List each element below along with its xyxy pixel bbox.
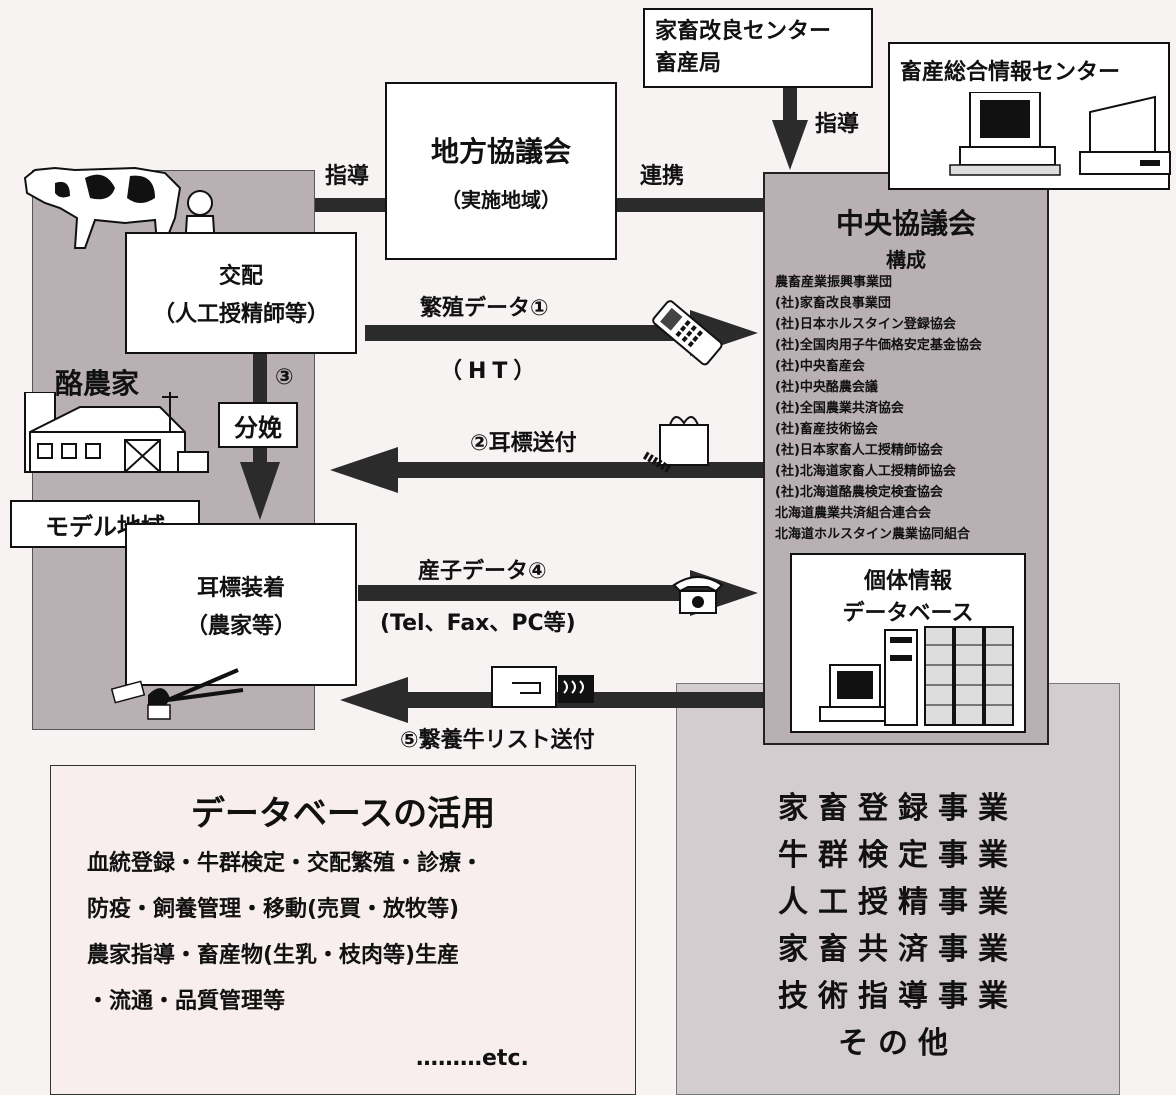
database-usage-box: データベースの活用 血統登録・牛群検定・交配繁殖・診療・ 防疫・飼養管理・移動(… bbox=[50, 765, 636, 1095]
regional-council-box: 地方協議会 （実施地域） bbox=[385, 82, 617, 260]
member-item: (社)全国農業共済協会 bbox=[775, 401, 904, 416]
fax-document-icon bbox=[491, 666, 594, 708]
ear-tag-send-label: ②耳標送付 bbox=[470, 431, 577, 456]
member-item: (社)畜産技術協会 bbox=[775, 422, 878, 437]
livestock-info-center-title: 畜産総合情報センター bbox=[900, 60, 1121, 85]
guide-top-label: 指導 bbox=[815, 112, 860, 137]
ear-tag-attach-subtitle: （農家等） bbox=[185, 613, 296, 639]
cooperation-label: 連携 bbox=[640, 164, 685, 189]
ear-tag-pliers-icon bbox=[110, 668, 244, 720]
business-item: その他 bbox=[838, 1026, 958, 1061]
member-item: 農畜産業振興事業団 bbox=[775, 275, 893, 290]
usage-etc: ………etc. bbox=[416, 1046, 529, 1071]
member-item: (社)北海道酪農検定検査協会 bbox=[775, 485, 943, 500]
offspring-data-label: 産子データ④ bbox=[418, 559, 547, 584]
member-item: 北海道農業共済組合連合会 bbox=[775, 506, 932, 521]
cattle-list-label: ⑤繋養牛リスト送付 bbox=[400, 728, 595, 753]
individual-database-box: 個体情報 データベース bbox=[790, 553, 1026, 733]
member-item: (社)中央酪農会議 bbox=[775, 380, 878, 395]
ht-label: （HT） bbox=[440, 359, 542, 384]
guide-left-label: 指導 bbox=[325, 164, 370, 189]
barn-illustration bbox=[24, 392, 209, 473]
business-item: 人工授精事業 bbox=[778, 885, 1018, 920]
regional-council-title: 地方協議会 bbox=[430, 134, 571, 168]
breeding-data-label: 繁殖データ① bbox=[420, 296, 549, 321]
business-item: 技術指導事業 bbox=[778, 979, 1018, 1014]
livestock-bureau-label: 畜産局 bbox=[655, 51, 722, 76]
usage-line: 血統登録・牛群検定・交配繁殖・診療・ bbox=[87, 851, 484, 876]
business-item: 牛群検定事業 bbox=[778, 838, 1018, 873]
dairy-farmer-label: 酪農家 bbox=[55, 367, 140, 400]
database-title-line2: データベース bbox=[842, 601, 974, 626]
calving-label: 分娩 bbox=[234, 413, 282, 442]
livestock-info-center-box: 畜産総合情報センター bbox=[888, 42, 1171, 190]
handheld-terminal-icon bbox=[652, 300, 723, 366]
member-item: (社)中央畜産会 bbox=[775, 359, 865, 374]
member-item: 北海道ホルスタイン農業協同組合 bbox=[775, 527, 971, 542]
member-item: (社)全国肉用子牛価格安定基金協会 bbox=[775, 338, 982, 353]
ear-tag-attach-label: 耳標装着 bbox=[196, 575, 285, 601]
central-council-composition: 構成 bbox=[886, 248, 926, 272]
database-server-icon bbox=[819, 626, 1014, 726]
livestock-improvement-center-label: 家畜改良センター bbox=[655, 19, 832, 44]
member-item: (社)北海道家畜人工授精師協会 bbox=[775, 464, 956, 479]
mating-label: 交配 bbox=[218, 264, 263, 289]
ear-tag-attach-box: 耳標装着 （農家等） bbox=[125, 523, 357, 686]
central-council-members: 農畜産業振興事業団 (社)家畜改良事業団 (社)日本ホルスタイン登録協会 (社)… bbox=[775, 272, 982, 545]
business-item: 家畜登録事業 bbox=[778, 791, 1018, 826]
mating-subtitle: （人工授精師等） bbox=[152, 302, 329, 327]
usage-line: 防疫・飼養管理・移動(売買・放牧等) bbox=[87, 897, 460, 922]
central-council-title: 中央協議会 bbox=[835, 207, 976, 240]
regional-council-subtitle: （実施地域） bbox=[441, 187, 561, 212]
computer-terminal-icon bbox=[949, 92, 1171, 176]
business-panel bbox=[676, 683, 1120, 1095]
usage-line: ・流通・品質管理等 bbox=[87, 989, 286, 1014]
calving-number: ③ bbox=[275, 365, 294, 390]
calving-box: 分娩 bbox=[218, 402, 298, 448]
usage-line: 農家指導・畜産物(生乳・枝肉等)生産 bbox=[87, 943, 460, 968]
database-usage-list: 血統登録・牛群検定・交配繁殖・診療・ 防疫・飼養管理・移動(売買・放牧等) 農家… bbox=[87, 841, 635, 1025]
mating-box: 交配 （人工授精師等） bbox=[125, 232, 357, 354]
offspring-means-label: (Tel、Fax、PC等) bbox=[380, 611, 576, 636]
member-item: (社)家畜改良事業団 bbox=[775, 296, 891, 311]
business-list: 家畜登録事業 牛群検定事業 人工授精事業 家畜共済事業 技術指導事業 その他 bbox=[676, 785, 1120, 1067]
livestock-improvement-center-box: 家畜改良センター 畜産局 bbox=[643, 8, 873, 88]
ear-tag-package-icon bbox=[642, 416, 709, 474]
telephone-icon bbox=[672, 576, 724, 614]
member-item: (社)日本家畜人工授精師協会 bbox=[775, 443, 943, 458]
database-usage-title: データベースの活用 bbox=[190, 794, 496, 834]
database-title-line1: 個体情報 bbox=[863, 569, 952, 594]
member-item: (社)日本ホルスタイン登録協会 bbox=[775, 317, 956, 332]
business-item: 家畜共済事業 bbox=[778, 932, 1018, 967]
